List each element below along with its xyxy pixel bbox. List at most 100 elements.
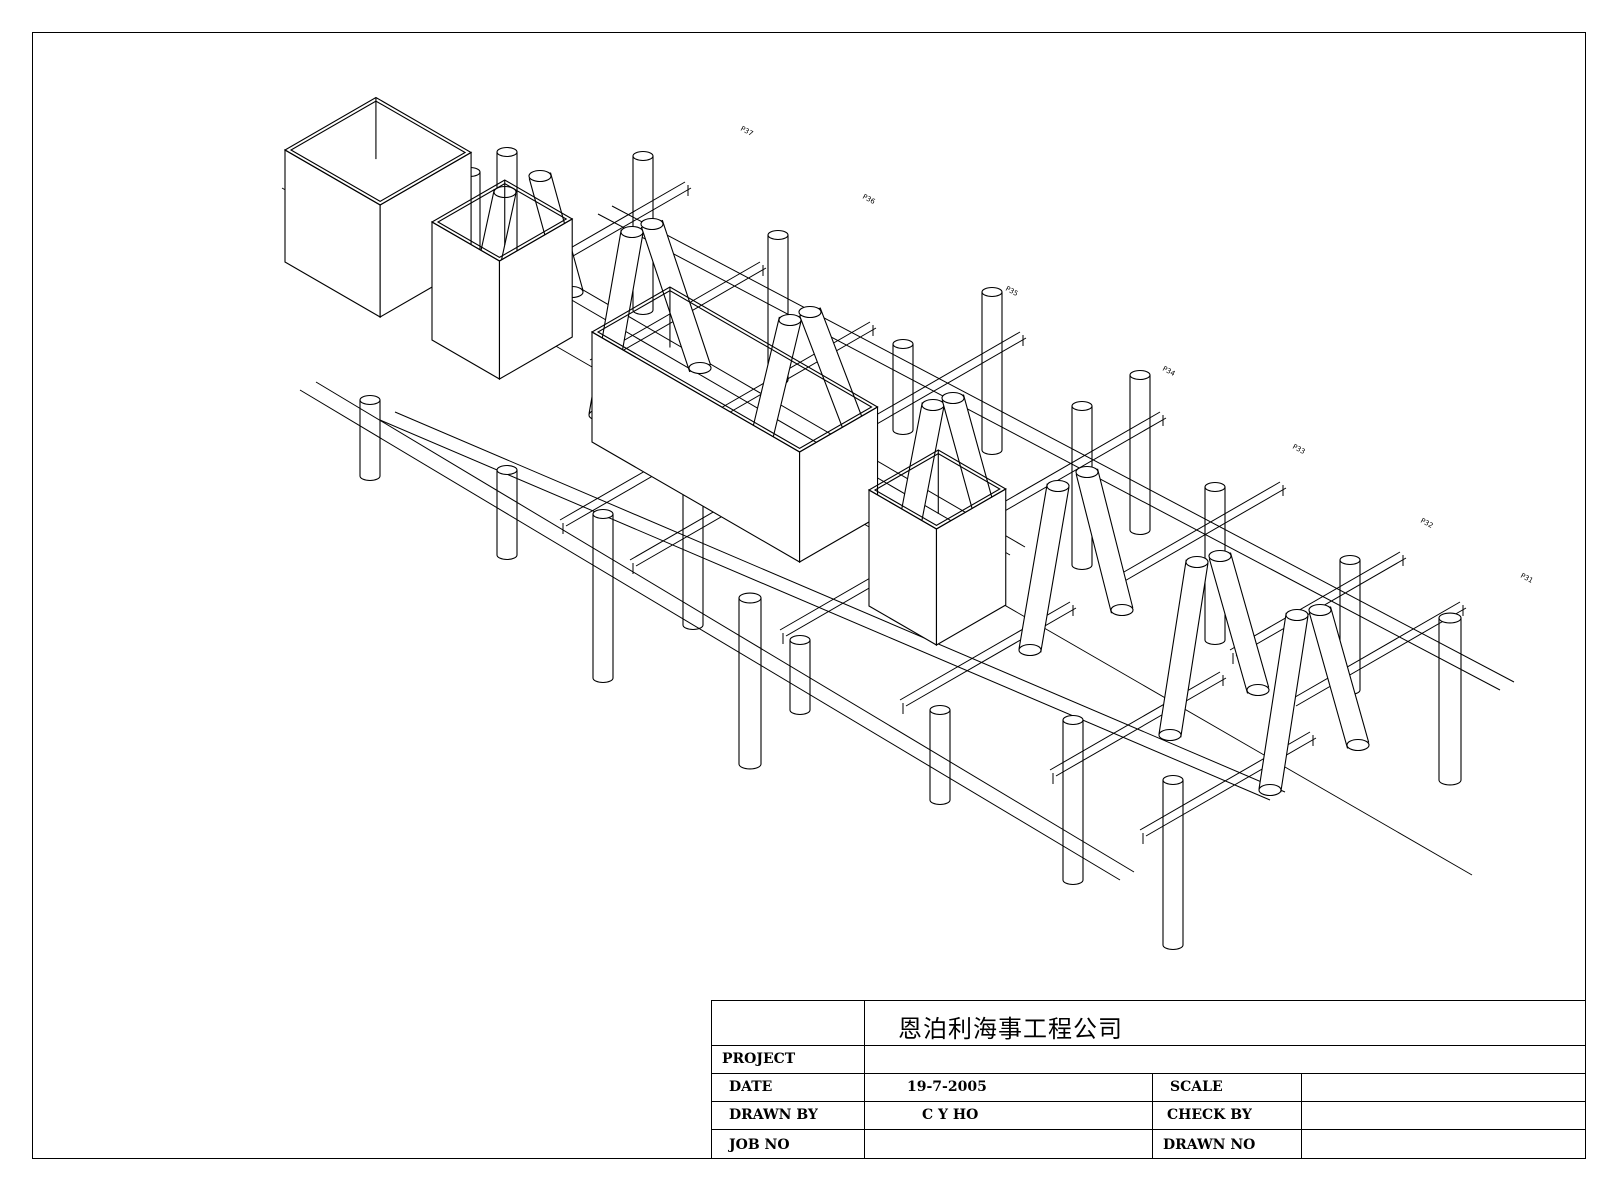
pile-top: [767, 229, 789, 241]
pile-top: [1438, 612, 1462, 624]
drawn-by-value: C Y HO: [922, 1107, 979, 1123]
cross-beam: [989, 411, 1161, 511]
raking-pile-tip: [1246, 683, 1270, 697]
box-side-face: [935, 488, 1007, 646]
box-inner-rim: [436, 182, 568, 259]
pile-bottom: [892, 429, 914, 436]
pile-tag: P36: [861, 193, 877, 206]
box-inner-rim: [873, 452, 1001, 527]
raking-pile-body: [1258, 612, 1309, 793]
vertical-pile: [496, 464, 518, 561]
vertical-pile: [1129, 369, 1151, 536]
raking-pile: [1158, 555, 1209, 742]
pile-top: [496, 146, 518, 158]
raking-pile-top: [1308, 603, 1332, 617]
pile-bottom: [1162, 944, 1184, 951]
raking-pile-tip: [688, 361, 712, 375]
pile-bottom: [1071, 564, 1093, 571]
company-name: 恩泊利海事工程公司: [898, 1015, 1123, 1043]
box-side-face: [799, 406, 879, 563]
raking-pile: [1208, 549, 1270, 697]
raking-pile-top: [941, 391, 965, 405]
steel-beam: [394, 411, 1286, 793]
pile-top: [1162, 774, 1184, 786]
raking-pile: [1308, 603, 1370, 752]
cross-beam: [849, 331, 1021, 431]
pile-top: [738, 592, 762, 604]
cross-beam: [1109, 481, 1281, 581]
pile-tag: P32: [1419, 517, 1434, 530]
pile-top: [981, 286, 1003, 298]
steel-beam: [299, 389, 1121, 881]
pile-bottom: [359, 475, 381, 482]
vertical-pile: [359, 394, 381, 482]
vertical-pile: [738, 592, 762, 770]
box-inner-rim: [596, 289, 873, 450]
vertical-pile: [789, 634, 811, 716]
pile-bottom: [1438, 779, 1462, 786]
title-block: 恩泊利海事工程公司 PROJECT DATE 19-7-2005 SCALE D…: [711, 1000, 1586, 1159]
pile-tag: P35: [1004, 285, 1019, 298]
job-no-label: JOB NO: [729, 1137, 790, 1153]
box-front-face: [284, 149, 381, 318]
cross-beam: [1049, 671, 1221, 771]
pile-bottom: [682, 624, 704, 631]
check-by-label: CHECK BY: [1167, 1107, 1252, 1123]
formwork-box: [867, 449, 1007, 646]
cross-beam: [1115, 487, 1287, 587]
pile-top: [892, 338, 914, 350]
pile-top: [592, 508, 614, 520]
raking-pile-top: [1075, 465, 1099, 479]
pile-top: [1071, 400, 1093, 412]
pile-bottom: [929, 799, 951, 806]
steel-beam: [597, 213, 1501, 691]
raking-pile: [1075, 465, 1134, 617]
project-label: PROJECT: [722, 1051, 796, 1067]
pile-top: [632, 150, 654, 162]
cross-beam: [1055, 677, 1227, 777]
raking-pile: [1258, 608, 1309, 797]
raking-pile-top: [1046, 479, 1070, 493]
date-value: 19-7-2005: [907, 1079, 987, 1095]
raking-pile: [640, 217, 712, 375]
cross-beam: [1289, 601, 1461, 701]
scale-label: SCALE: [1170, 1079, 1223, 1095]
formwork-box-long: [590, 286, 879, 563]
vertical-pile: [1062, 714, 1084, 886]
pile-bottom: [592, 677, 614, 684]
pile-top: [1062, 714, 1084, 726]
steel-beam: [379, 419, 1271, 801]
formwork-box: [430, 179, 574, 380]
pile-top: [929, 704, 951, 716]
cross-beam: [1295, 607, 1467, 707]
cross-beam: [1145, 737, 1317, 837]
raking-pile-top: [798, 305, 822, 319]
pile-top: [1339, 554, 1361, 566]
pile-top: [789, 634, 811, 646]
pile-bottom: [981, 449, 1003, 456]
raking-pile-top: [620, 225, 644, 239]
drawn-no-label: DRAWN NO: [1163, 1137, 1256, 1153]
raking-pile-tip: [1346, 738, 1370, 752]
pile-bottom: [738, 763, 762, 770]
pile-bottom: [1129, 529, 1151, 536]
raking-pile-tip: [1018, 643, 1042, 657]
raking-pile-top: [1285, 608, 1309, 622]
raking-pile-top: [921, 398, 945, 412]
vertical-pile: [892, 338, 914, 436]
pile-top: [1204, 481, 1226, 493]
date-label: DATE: [729, 1079, 773, 1095]
pile-top: [1129, 369, 1151, 381]
pile-top: [496, 464, 518, 476]
steel-beam: [315, 381, 1135, 873]
cross-beam: [905, 607, 1077, 707]
box-inner-rim: [289, 100, 467, 203]
pile-bottom: [1204, 639, 1226, 646]
vertical-pile: [929, 704, 951, 806]
box-top-opening: [283, 96, 473, 206]
box-top-opening: [590, 286, 879, 453]
pile-bottom: [496, 554, 518, 561]
pile-tag: P33: [1291, 443, 1306, 456]
